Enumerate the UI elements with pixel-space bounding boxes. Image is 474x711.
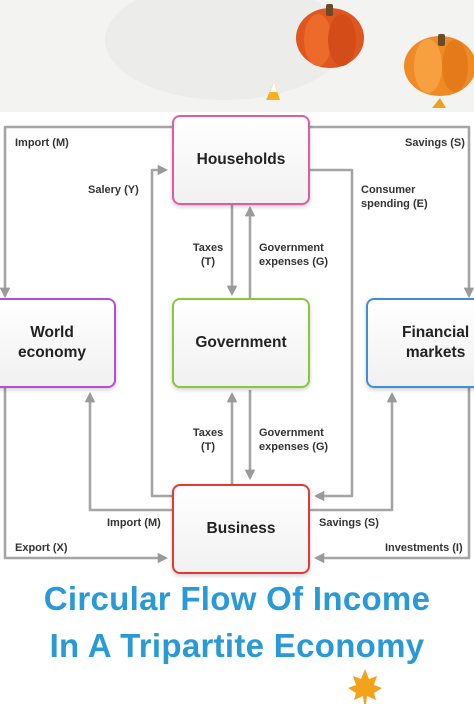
label-taxes-top: Taxes (T) [192, 242, 224, 268]
world-economy-node: World economy [0, 298, 116, 388]
flow-arrow-consumer-spending [310, 168, 354, 502]
label-gov-expenses-bottom: Government expenses (G) [259, 427, 329, 453]
label-savings-top: Savings (S) [405, 137, 465, 149]
flow-arrow-savings-top [310, 125, 474, 299]
label-import-top: Import (M) [15, 137, 69, 149]
title-banner: Circular Flow Of Income In A Tripartite … [0, 578, 474, 711]
flow-arrow-savings-bottom [310, 391, 398, 512]
maple-leaf-icon [348, 669, 382, 704]
label-consumer-spending: Consumer spending (E) [361, 184, 428, 210]
financial-markets-node: Financial markets [366, 298, 474, 388]
circular-flow-diagram: Households World economy Government Fina… [0, 112, 474, 578]
title-line-1: Circular Flow Of Income [43, 580, 431, 617]
label-import-bottom: Import (M) [107, 517, 161, 529]
pumpkins-image [0, 0, 474, 112]
flow-arrow-import-top [0, 125, 172, 299]
label-gov-expenses-top: Government expenses (G) [259, 242, 329, 268]
label-taxes-bottom: Taxes (T) [192, 427, 224, 453]
label-savings-bottom: Savings (S) [319, 517, 379, 529]
business-label: Business [206, 520, 276, 537]
flow-arrow-salery [150, 164, 172, 498]
government-node: Government [172, 298, 310, 388]
financial-markets-label: Financial markets [402, 324, 470, 361]
title-line-2: In A Tripartite Economy [49, 627, 425, 664]
households-node: Households [172, 115, 310, 205]
label-export: Export (X) [15, 542, 68, 554]
world-economy-label: World economy [17, 324, 87, 361]
header-photo [0, 0, 474, 112]
flow-arrows [0, 125, 474, 564]
flow-arrow-import-bottom [84, 391, 172, 512]
label-investments: Investments (I) [385, 542, 463, 554]
label-salery: Salery (Y) [88, 184, 139, 196]
flow-arrow-investments [313, 388, 471, 564]
households-label: Households [196, 151, 286, 168]
flow-arrow-export [3, 388, 169, 564]
government-label: Government [195, 334, 287, 351]
business-node: Business [172, 484, 310, 574]
